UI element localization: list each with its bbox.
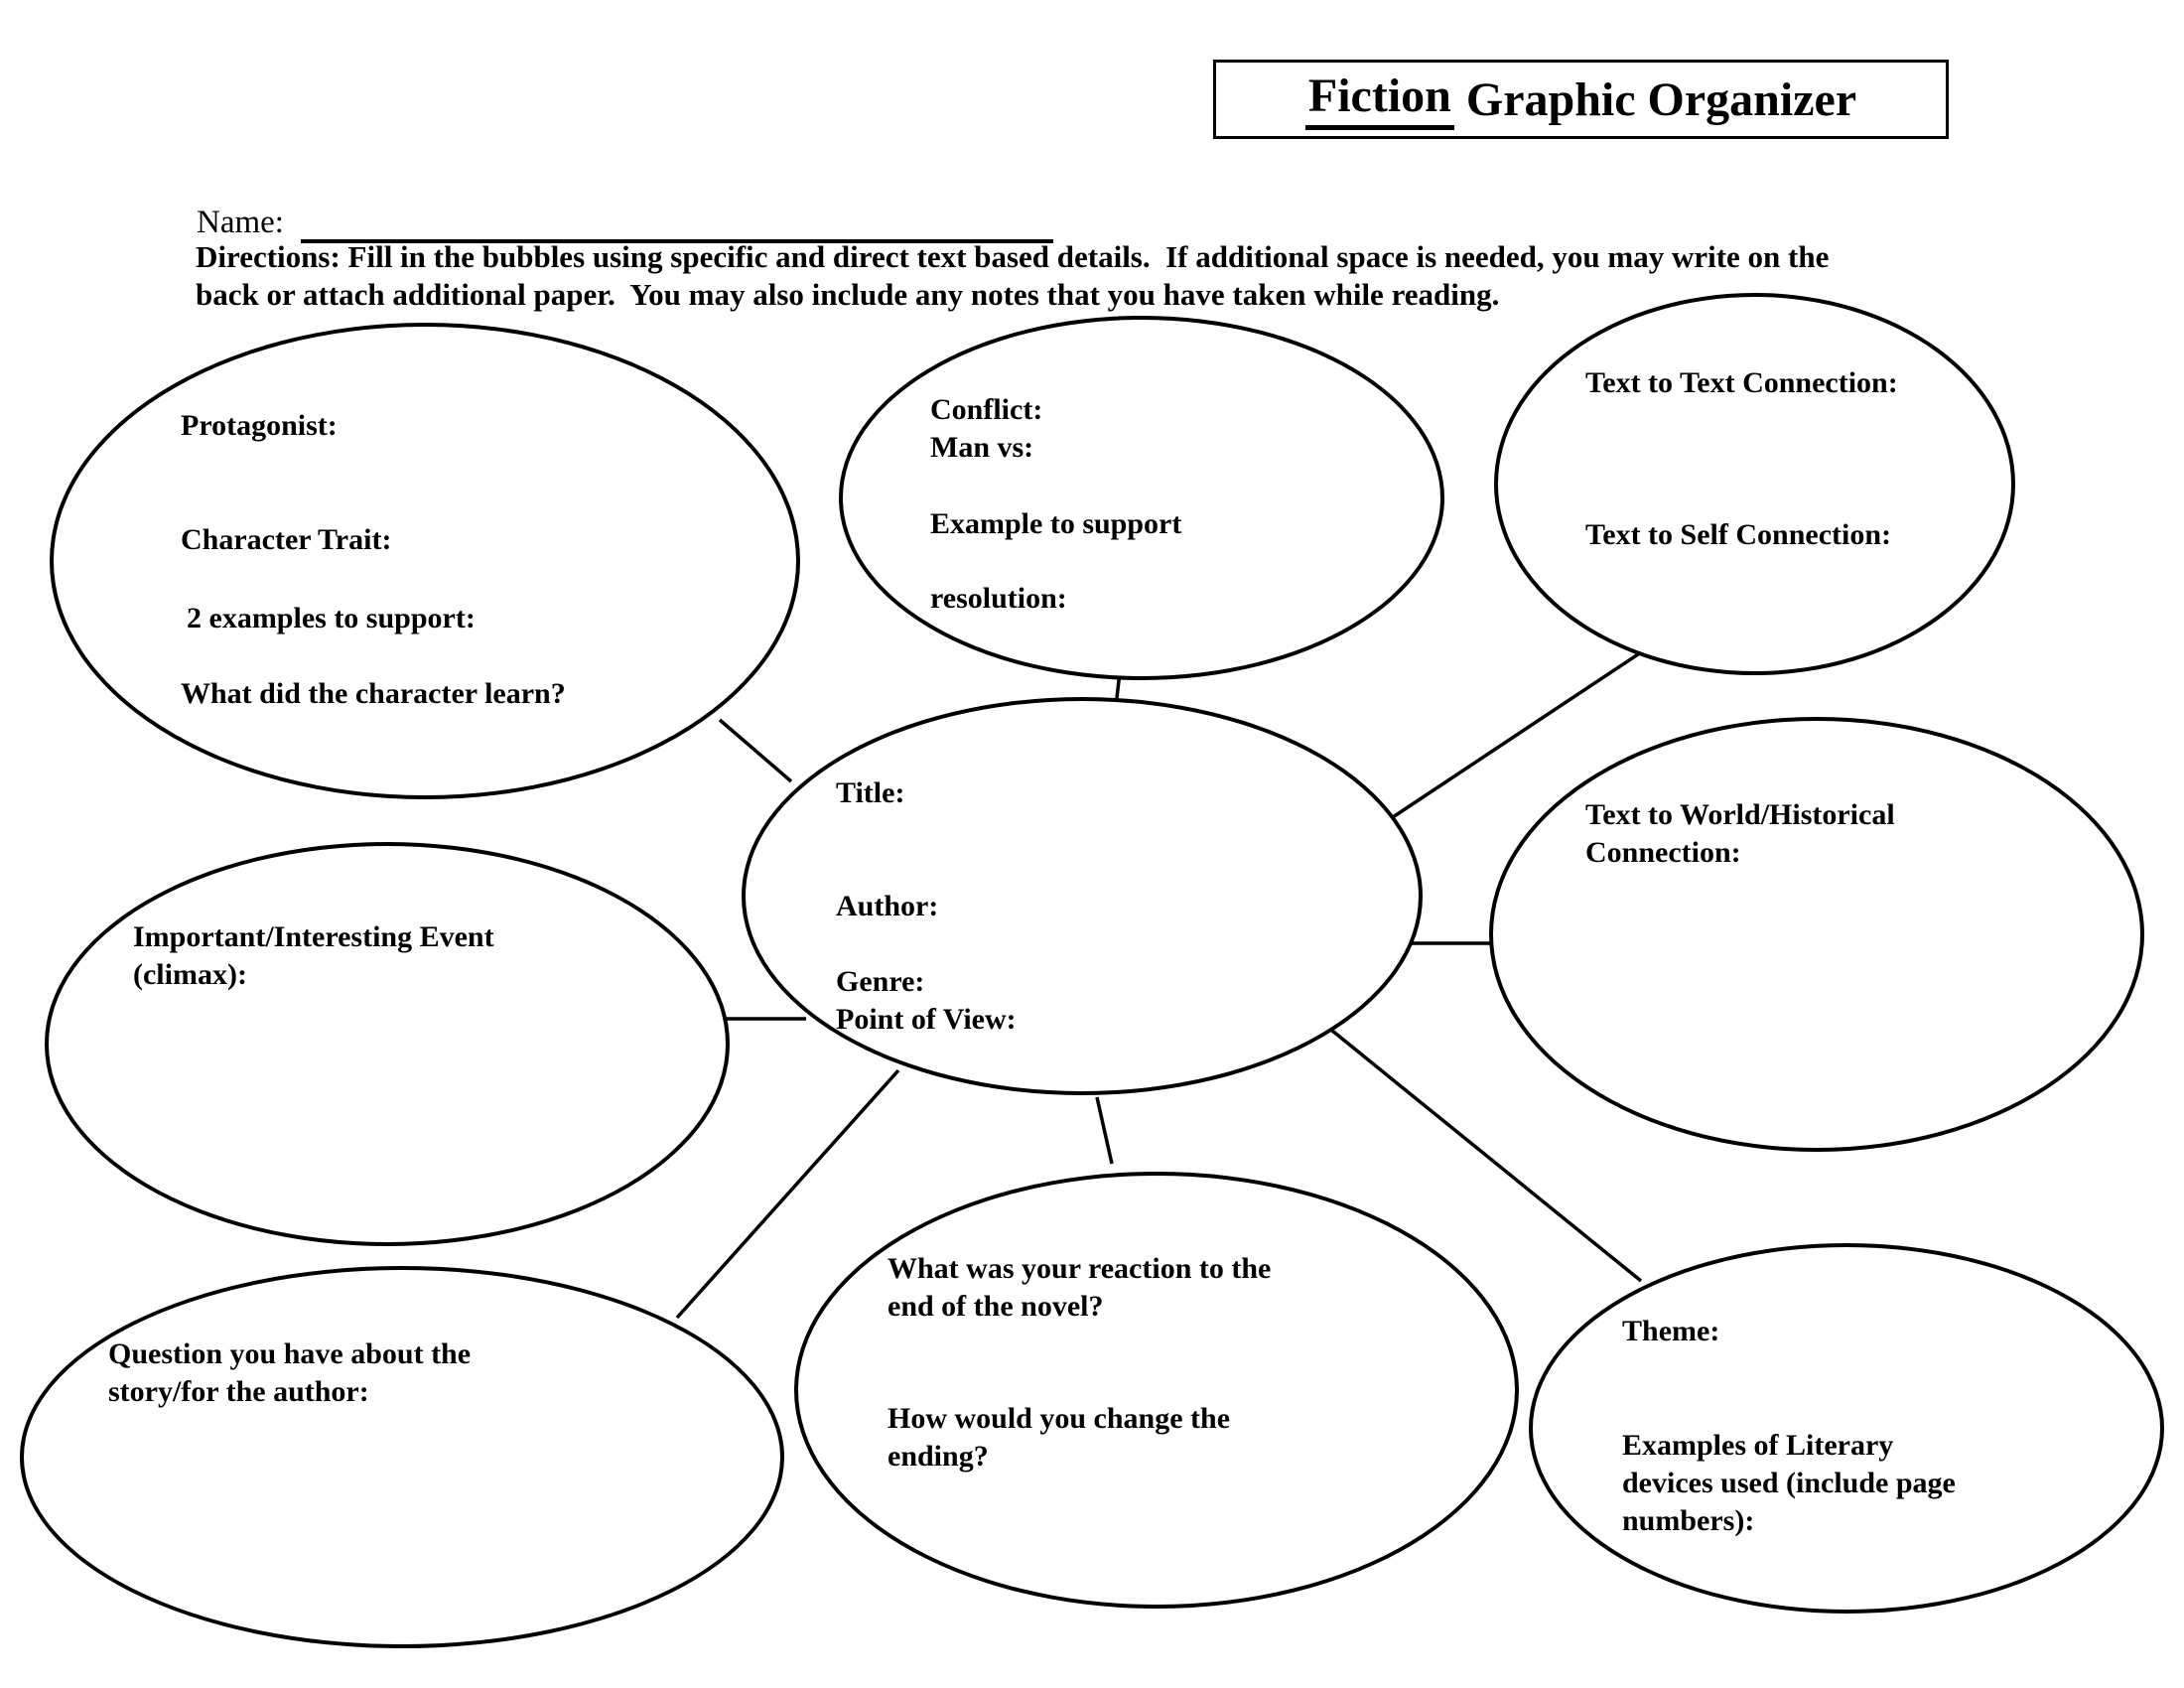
- bubble-conflict-label-1: Example to support: [930, 507, 1182, 540]
- connector-book-center-to-reaction: [1095, 1096, 1114, 1165]
- connector-protagonist-to-book-center: [718, 718, 793, 783]
- bubble-conflict: Conflict: Man vs: Example to support resol…: [839, 316, 1444, 680]
- name-label: Name:: [197, 205, 284, 240]
- bubble-protagonist-label-0: Protagonist:: [181, 409, 338, 442]
- bubble-protagonist: Protagonist: Character Trait: 2 examples t…: [50, 323, 800, 799]
- bubble-text-to-text-connection: Text to Text Connection: Text to Self Con…: [1494, 293, 2015, 675]
- bubble-protagonist-label-1: Character Trait:: [181, 523, 392, 556]
- bubble-text-to-text-connection-label-0: Text to Text Connection:: [1585, 366, 1898, 399]
- bubble-protagonist-label-2: 2 examples to support:: [187, 602, 476, 634]
- bubble-text-to-world-connection-label-0: Text to World/Historical Connection:: [1585, 798, 1895, 869]
- worksheet-title-box: Fiction Graphic Organizer: [1213, 60, 1949, 139]
- bubble-question: Question you have about the story/for th…: [20, 1266, 784, 1648]
- bubble-theme-label-0: Theme:: [1622, 1315, 1720, 1347]
- bubble-theme: Theme: Examples of Literary devices used …: [1529, 1243, 2164, 1614]
- bubble-theme-label-1: Examples of Literary devices used (inclu…: [1622, 1429, 1956, 1537]
- bubble-book-center-label-0: Title:: [836, 776, 905, 809]
- connector-book-center-to-question: [675, 1068, 900, 1320]
- title-word-underlined: Fiction: [1304, 69, 1454, 130]
- bubble-important-event-label-0: Important/Interesting Event (climax):: [133, 920, 494, 991]
- bubble-important-event: Important/Interesting Event (climax):: [45, 842, 730, 1246]
- bubble-book-center: Title: Author: Genre: Point of View:: [742, 697, 1423, 1095]
- bubble-question-label-0: Question you have about the story/for th…: [108, 1337, 472, 1408]
- bubble-text-to-text-connection-label-1: Text to Self Connection:: [1585, 518, 1892, 551]
- title-rest: Graphic Organizer: [1453, 72, 1857, 126]
- name-blank-line: [301, 211, 1053, 243]
- bubble-conflict-label-0: Conflict: Man vs:: [930, 393, 1043, 464]
- bubble-reaction-label-1: How would you change the ending?: [887, 1402, 1231, 1473]
- connector-text-to-text-connection-to-book-center: [1392, 650, 1642, 819]
- bubble-protagonist-label-3: What did the character learn?: [181, 677, 566, 710]
- bubble-book-center-label-1: Author:: [836, 890, 939, 922]
- bubble-reaction-label-0: What was your reaction to the end of the…: [887, 1252, 1272, 1323]
- bubble-reaction: What was your reaction to the end of the…: [794, 1172, 1519, 1609]
- connector-book-center-to-theme: [1330, 1029, 1643, 1283]
- bubble-conflict-label-2: resolution:: [930, 582, 1067, 615]
- directions-text: Directions: Fill in the bubbles using sp…: [196, 239, 1830, 312]
- bubble-book-center-label-2: Genre: Point of View:: [836, 965, 1017, 1036]
- bubble-text-to-world-connection: Text to World/Historical Connection:: [1489, 717, 2144, 1152]
